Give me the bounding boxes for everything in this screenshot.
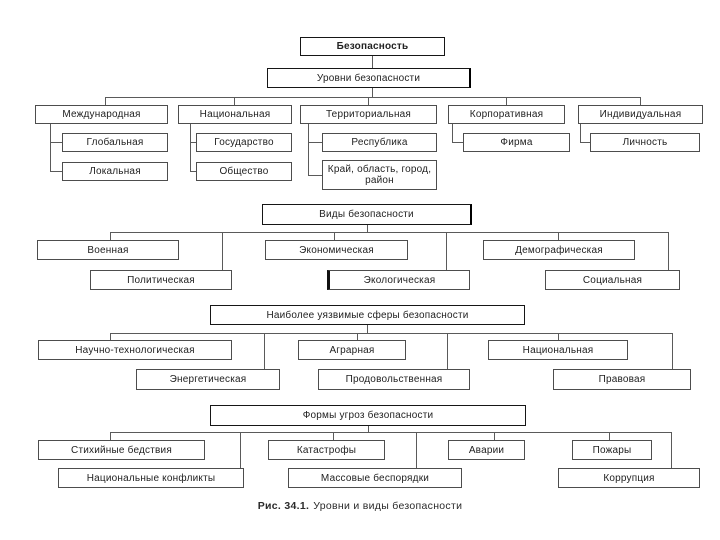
connector-line <box>494 432 495 440</box>
node-level-international: Международная <box>35 105 168 124</box>
connector-line <box>506 97 507 105</box>
connector-line <box>190 124 191 172</box>
node-level-individual: Индивидуальная <box>578 105 703 124</box>
connector-line <box>308 142 322 143</box>
connector-line <box>452 124 453 143</box>
connector-line <box>357 333 358 340</box>
node-agrarian: Аграрная <box>298 340 406 360</box>
node-social: Социальная <box>545 270 680 290</box>
node-state: Государство <box>196 133 292 152</box>
connector-line <box>308 124 309 175</box>
node-level-corporate: Корпоративная <box>448 105 565 124</box>
node-types-header: Виды безопасности <box>262 204 472 225</box>
connector-line <box>672 333 673 369</box>
node-society: Общество <box>196 162 292 181</box>
connector-line <box>368 97 369 105</box>
node-fires: Пожары <box>572 440 652 460</box>
connector-line <box>308 175 322 176</box>
node-political: Политическая <box>90 270 232 290</box>
figure-caption-text: Уровни и виды безопасности <box>313 500 463 512</box>
node-spheres-header: Наиболее уязвимые сферы безопасности <box>210 305 525 325</box>
connector-line <box>372 56 373 68</box>
connector-line <box>671 432 672 468</box>
connector-line <box>110 333 672 334</box>
connector-line <box>609 432 610 440</box>
node-global: Глобальная <box>62 133 168 152</box>
node-firm: Фирма <box>463 133 570 152</box>
node-accidents: Аварии <box>448 440 525 460</box>
connector-line <box>110 432 111 440</box>
node-ecological: Экологическая <box>327 270 470 290</box>
node-energy: Энергетическая <box>136 369 280 390</box>
connector-line <box>333 432 334 440</box>
node-national-conflicts: Национальные конфликты <box>58 468 244 488</box>
connector-line <box>105 97 106 105</box>
connector-line <box>50 142 62 143</box>
node-republic: Республика <box>322 133 437 152</box>
connector-line <box>240 432 241 468</box>
connector-line <box>222 232 223 270</box>
connector-line <box>452 142 463 143</box>
connector-line <box>446 232 447 270</box>
connector-line <box>640 97 641 105</box>
connector-line <box>334 232 335 240</box>
connector-line <box>668 232 669 270</box>
figure-caption: Рис. 34.1.Уровни и виды безопасности <box>0 500 720 512</box>
node-security-root: Безопасность <box>300 37 445 56</box>
connector-line <box>416 432 417 468</box>
connector-line <box>110 232 111 240</box>
node-food: Продовольственная <box>318 369 470 390</box>
connector-line <box>234 97 235 105</box>
connector-line <box>264 333 265 369</box>
node-catastrophes: Катастрофы <box>268 440 385 460</box>
node-natural-disasters: Стихийные бедствия <box>38 440 205 460</box>
node-local: Локальная <box>62 162 168 181</box>
figure-caption-number: Рис. 34.1. <box>257 500 310 512</box>
node-level-national: Национальная <box>178 105 292 124</box>
connector-line <box>368 426 369 432</box>
connector-line <box>110 232 668 233</box>
node-corruption: Коррупция <box>558 468 700 488</box>
node-level-territorial: Территориальная <box>300 105 437 124</box>
node-levels-header: Уровни безопасности <box>267 68 471 88</box>
node-krai-oblast: Край, область, город, район <box>322 160 437 190</box>
connector-line <box>580 142 590 143</box>
connector-line <box>447 333 448 369</box>
connector-line <box>110 432 671 433</box>
connector-line <box>367 225 368 232</box>
connector-line <box>50 124 51 172</box>
connector-line <box>50 171 62 172</box>
connector-line <box>367 325 368 333</box>
connector-line <box>558 232 559 240</box>
node-personality: Личность <box>590 133 700 152</box>
connector-line <box>372 88 373 97</box>
node-mass-riots: Массовые беспорядки <box>288 468 462 488</box>
node-military: Военная <box>37 240 179 260</box>
connector-line <box>110 333 111 340</box>
node-legal: Правовая <box>553 369 691 390</box>
connector-line <box>190 171 196 172</box>
node-demographic: Демографическая <box>483 240 635 260</box>
connector-line <box>190 142 196 143</box>
connector-line <box>580 124 581 143</box>
node-economic: Экономическая <box>265 240 408 260</box>
node-sci-tech: Научно-технологическая <box>38 340 232 360</box>
node-national-sphere: Национальная <box>488 340 628 360</box>
connector-line <box>558 333 559 340</box>
node-threats-header: Формы угроз безопасности <box>210 405 526 426</box>
connector-line <box>105 97 640 98</box>
